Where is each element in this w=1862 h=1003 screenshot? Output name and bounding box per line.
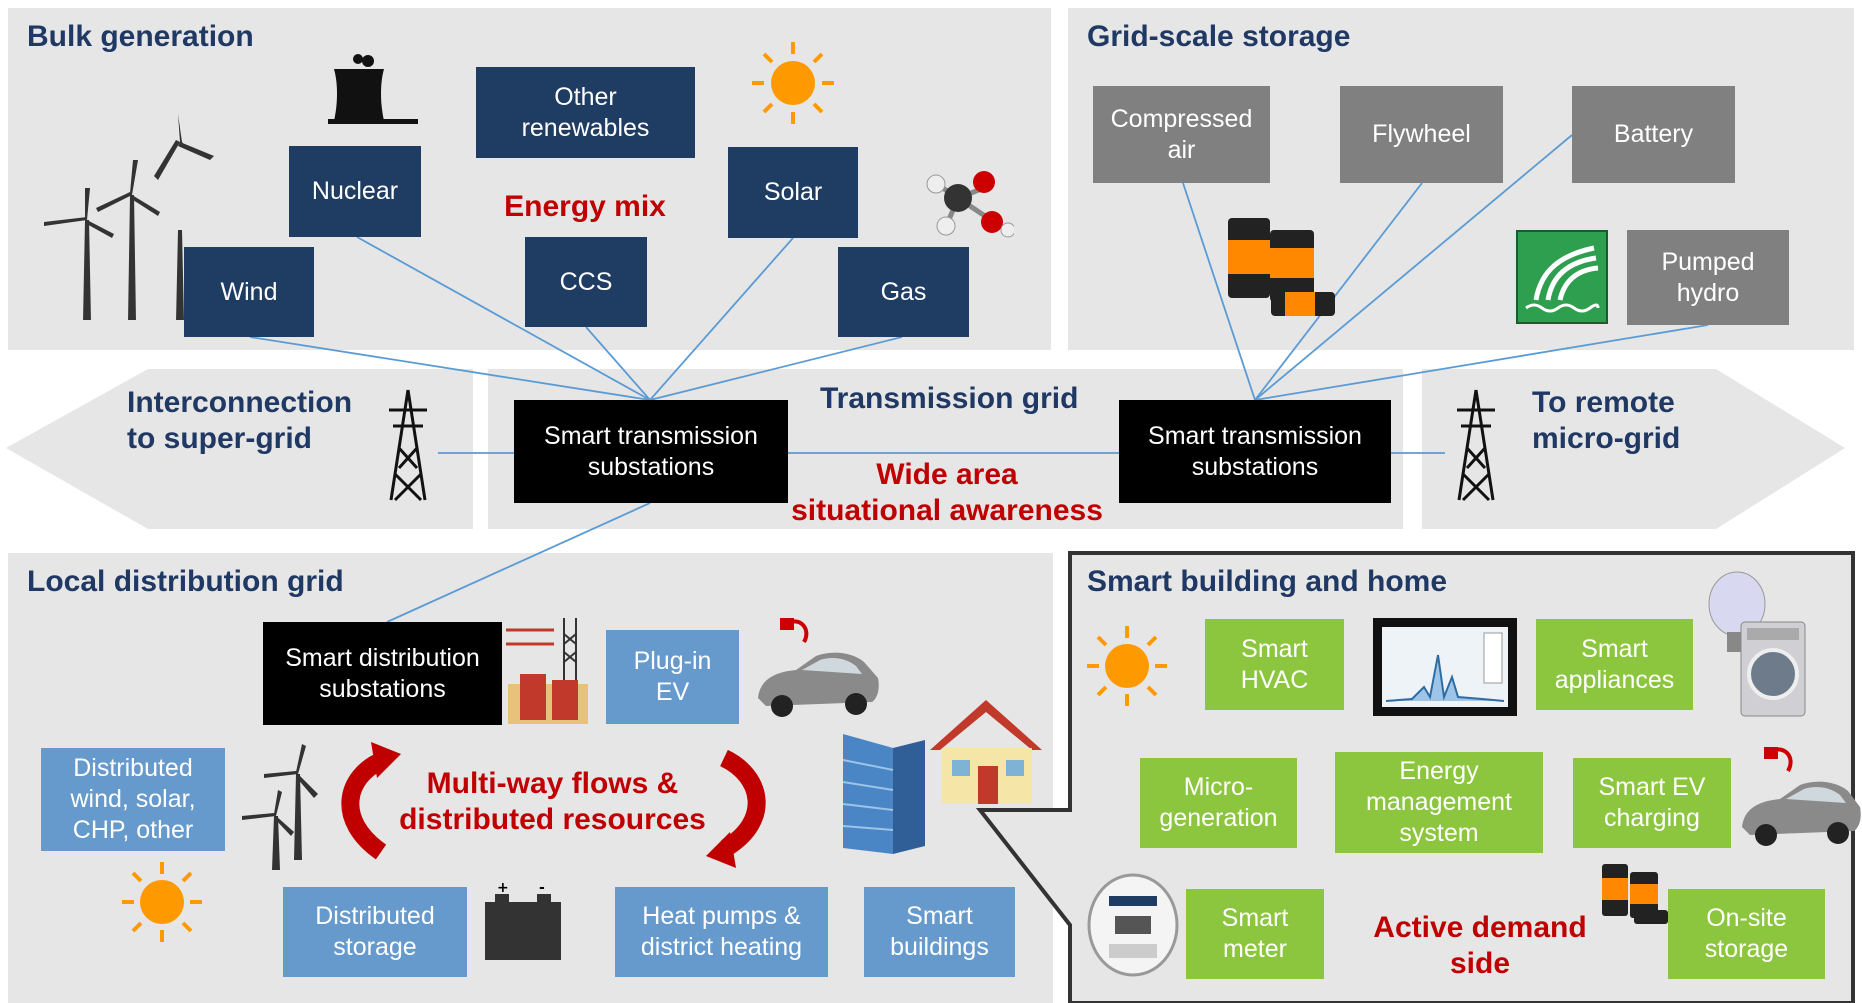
pumped-hydro-box: Pumped hydro: [1627, 230, 1789, 325]
svg-text:-: -: [539, 880, 545, 896]
pumped-connector: [1254, 324, 1709, 401]
plugin-ev-box: Plug-in EV: [606, 630, 739, 724]
smart-transmission-substation-left: Smart transmission substations: [514, 400, 788, 503]
pylon-icon-right: [1457, 389, 1495, 502]
wide-area-label: Wide area situational awareness: [791, 458, 1103, 527]
solar-box: Solar: [728, 147, 858, 238]
heat-pumps-box: Heat pumps & district heating: [615, 887, 828, 977]
smart-appliances-box: Smart appliances: [1536, 619, 1693, 710]
compressed-air-box: Compressed air: [1093, 86, 1270, 183]
sun-icon-local: [122, 862, 202, 942]
smart-ev-charging-box: Smart EV charging: [1573, 758, 1731, 848]
solar-connector: [649, 237, 794, 401]
distributed-storage-box: Distributed storage: [283, 887, 467, 977]
grid-storage-title: Grid-scale storage: [1087, 20, 1351, 53]
on-site-storage-box: On-site storage: [1668, 889, 1825, 979]
distributed-generation-box: Distributed wind, solar, CHP, other: [41, 748, 225, 851]
energy-monitor-icon: [1373, 618, 1517, 716]
appliances-icon: [1708, 571, 1806, 717]
right-arrow-shape: [1422, 369, 1845, 529]
gas-molecule-icon: [926, 171, 1014, 238]
micro-generation-box: Micro- generation: [1140, 758, 1297, 848]
wind-connector: [249, 336, 651, 401]
left-arrow-shape: [6, 369, 473, 529]
ev-car-icon-local: [758, 618, 879, 717]
office-building-icon: [842, 734, 925, 854]
wind-turbine-icon: [44, 114, 214, 320]
nuclear-connector: [356, 236, 651, 401]
smart-buildings-box: Smart buildings: [864, 887, 1015, 977]
flywheel-box: Flywheel: [1340, 86, 1503, 183]
energy-management-box: Energy management system: [1335, 752, 1543, 853]
wind-box: Wind: [184, 247, 314, 337]
ccs-connector: [585, 326, 651, 401]
bulk-generation-title: Bulk generation: [27, 20, 254, 53]
remote-microgrid-label: To remote micro-grid: [1532, 386, 1681, 455]
multi-way-flows-label: Multi-way flows & distributed resources: [399, 767, 706, 836]
small-batteries-icon: [1602, 864, 1668, 924]
smart-distribution-substation: Smart distribution substations: [263, 622, 502, 725]
distribution-connector: [386, 502, 651, 623]
house-icon: [930, 700, 1042, 804]
active-demand-label: Active demand side: [1373, 911, 1587, 980]
nuclear-plant-icon: [328, 54, 418, 124]
flywheel-connector: [1254, 182, 1423, 401]
other-renewables-box: Other renewables: [476, 67, 695, 158]
interconnection-label: Interconnection to super-grid: [127, 386, 353, 455]
curved-arrow-left-icon: [341, 742, 401, 860]
battery-symbol-icon: + -: [485, 880, 561, 960]
gas-connector: [649, 336, 903, 401]
smart-meter-box: Smart meter: [1186, 889, 1324, 979]
compressed-connector: [1182, 182, 1256, 401]
transmission-grid-label: Transmission grid: [820, 382, 1079, 415]
smart-home-title: Smart building and home: [1087, 565, 1448, 598]
batteries-icon: [1228, 218, 1335, 316]
smart-meter-icon: [1087, 873, 1179, 977]
substation-icon: [506, 618, 588, 724]
sun-icon-home: [1087, 626, 1167, 706]
svg-text:+: +: [497, 880, 509, 896]
sun-icon-bulk: [752, 42, 834, 124]
smart-transmission-substation-right: Smart transmission substations: [1119, 400, 1391, 503]
local-distribution-title: Local distribution grid: [27, 565, 344, 598]
ccs-box: CCS: [525, 237, 647, 327]
gas-box: Gas: [838, 247, 969, 337]
ev-car-icon-home: [1742, 747, 1861, 846]
pumped-hydro-icon: [1516, 230, 1608, 324]
pylon-icon-left: [389, 389, 427, 502]
curved-arrow-right-icon: [706, 749, 766, 868]
nuclear-box: Nuclear: [289, 146, 421, 237]
wind-turbine-icon-local: [242, 744, 318, 870]
battery-connector: [1254, 134, 1573, 401]
smart-hvac-box: Smart HVAC: [1205, 619, 1344, 710]
energy-mix-label: Energy mix: [504, 190, 666, 223]
battery-box: Battery: [1572, 86, 1735, 183]
